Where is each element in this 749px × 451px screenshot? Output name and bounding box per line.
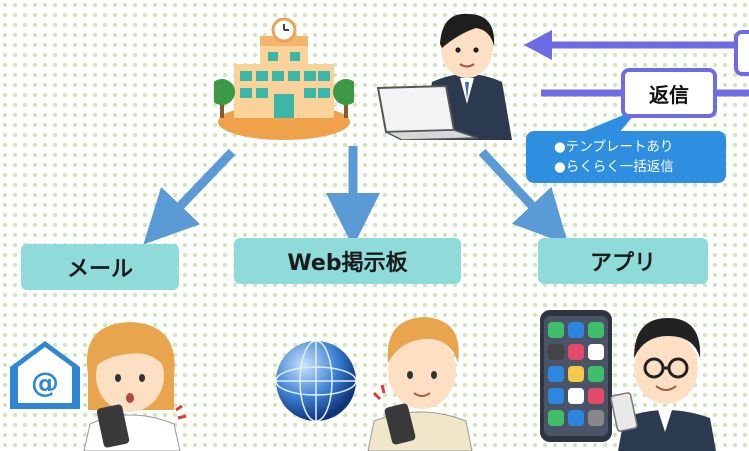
smartphone-apps-icon bbox=[540, 310, 612, 442]
man-glasses-person bbox=[610, 318, 716, 451]
man-phone-person bbox=[367, 317, 473, 451]
arrow-incoming-head bbox=[524, 30, 552, 60]
feature-template: ●テンプレートあり bbox=[554, 139, 674, 155]
arrow-to-app bbox=[478, 148, 569, 245]
envelope-at-icon: @ bbox=[10, 341, 80, 409]
reply-features-callout: ●テンプレートあり ●らくらく一括返信 bbox=[526, 131, 726, 183]
svg-text:@: @ bbox=[31, 366, 59, 399]
incoming-message-box bbox=[734, 30, 749, 76]
channel-web-board-text: Web掲示板 bbox=[287, 251, 408, 276]
channel-mail-text: メール bbox=[66, 257, 133, 282]
globe-icon bbox=[275, 340, 357, 422]
school-icon bbox=[214, 17, 354, 140]
channel-app-text: アプリ bbox=[589, 251, 656, 276]
channel-mail-label: メール bbox=[21, 244, 179, 290]
teacher-laptop-icon bbox=[376, 13, 512, 140]
feature-bulk-reply: ●らくらく一括返信 bbox=[554, 159, 674, 175]
woman-phone-person bbox=[83, 322, 187, 451]
arrow-to-mail bbox=[143, 148, 236, 245]
reply-box: 返信 bbox=[621, 68, 717, 118]
channel-app-label: アプリ bbox=[538, 238, 708, 284]
reply-label: 返信 bbox=[649, 82, 689, 107]
channel-web-board-label: Web掲示板 bbox=[234, 238, 461, 284]
